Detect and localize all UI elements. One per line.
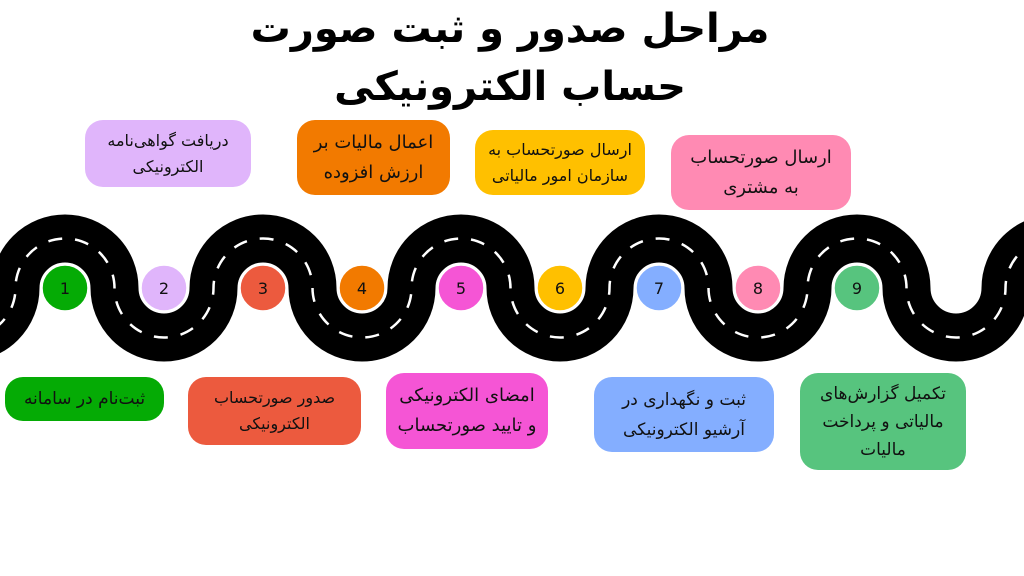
step-circle (437, 264, 485, 312)
step-marker-3: 3 (239, 264, 287, 312)
step-number: 2 (159, 279, 169, 298)
step-circle (239, 264, 287, 312)
step-box-2: دریافت گواهی‌نامه الکترونیکی (85, 120, 251, 187)
step-box-8: ارسال صورتحساب به مشتری (671, 135, 851, 210)
step-marker-9: 9 (833, 264, 881, 312)
step-number: 9 (852, 279, 862, 298)
step-box-6: ارسال صورتحساب به سازمان امور مالیاتی (475, 130, 645, 195)
step-number: 8 (753, 279, 763, 298)
step-marker-7: 7 (635, 264, 683, 312)
step-marker-1: 1 (41, 264, 89, 312)
page-title-line-2: حساب الکترونیکی (334, 64, 686, 110)
step-box-9: تکمیل گزارش‌های مالیاتی و پرداخت مالیات (800, 373, 966, 470)
step-marker-8: 8 (734, 264, 782, 312)
step-circle (635, 264, 683, 312)
step-box-4: اعمال مالیات بر ارزش افزوده (297, 120, 450, 195)
step-marker-4: 4 (338, 264, 386, 312)
road-lane-dashes (0, 237, 1024, 339)
step-marker-5: 5 (437, 264, 485, 312)
step-box-7: ثبت و نگهداری در آرشیو الکترونیکی (594, 377, 774, 452)
step-circle (536, 264, 584, 312)
step-number: 5 (456, 279, 466, 298)
step-circle (833, 264, 881, 312)
step-box-1: ثبت‌نام در سامانه (5, 377, 164, 421)
step-marker-6: 6 (536, 264, 584, 312)
step-number: 1 (60, 279, 70, 298)
step-circle (41, 264, 89, 312)
step-number: 4 (357, 279, 367, 298)
step-circle (140, 264, 188, 312)
step-number: 3 (258, 279, 268, 298)
step-box-5: امضای الکترونیکی و تایید صورتحساب (386, 373, 548, 449)
step-circle (734, 264, 782, 312)
step-number: 6 (555, 279, 565, 298)
step-number: 7 (654, 279, 664, 298)
winding-road (0, 214, 1024, 362)
step-box-3: صدور صورتحساب الکترونیکی (188, 377, 361, 445)
step-circle (338, 264, 386, 312)
page-title-line-1: مراحل صدور و ثبت صورت (250, 6, 770, 52)
step-marker-2: 2 (140, 264, 188, 312)
